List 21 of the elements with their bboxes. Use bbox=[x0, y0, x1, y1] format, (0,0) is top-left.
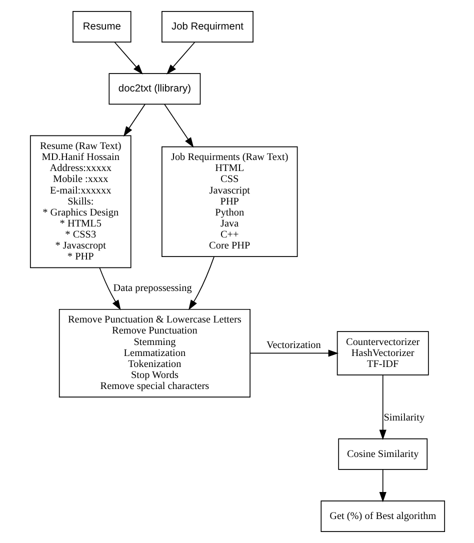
arrow bbox=[122, 104, 145, 137]
arrow bbox=[378, 374, 386, 440]
node-box: doc2txt (llibrary) bbox=[108, 73, 200, 105]
node-box: Resume (Raw Text) MD.Hanif Hossain Address:xxxxx Mobile :xxxx E-mail:xxxxxx Skills: * Graphics Design * HTML5 * CSS3 * Javascropt * PHP bbox=[29, 135, 131, 268]
node-box: Get (%) of Best algorithm bbox=[320, 500, 445, 532]
arrow bbox=[164, 104, 194, 148]
node-box: Countervectorizer HashVectorizer TF-IDF bbox=[336, 331, 428, 376]
edge-label: Data prepossessing bbox=[112, 283, 192, 294]
node-box: Job Requirment bbox=[161, 10, 253, 42]
arrow bbox=[166, 42, 195, 74]
arrow bbox=[249, 350, 338, 357]
edge-label: Similarity bbox=[383, 412, 424, 424]
edge-label: Vectorization bbox=[266, 340, 320, 351]
node-box: Job Requirments (Raw Text) HTML CSS Javascript PHP Python Java C++ Core PHP bbox=[161, 146, 298, 258]
node-box: Resume bbox=[72, 10, 131, 42]
arrow bbox=[114, 42, 142, 74]
arrow bbox=[378, 469, 386, 502]
node-box: Cosine Similarity bbox=[338, 438, 428, 470]
arrow bbox=[98, 267, 120, 310]
arrow bbox=[188, 256, 214, 310]
node-box: Remove Punctuation & Lowercase Letters Remove Punctuation Stemming Lemmatization Tokenization Stop Words Remove special characters bbox=[58, 308, 250, 398]
